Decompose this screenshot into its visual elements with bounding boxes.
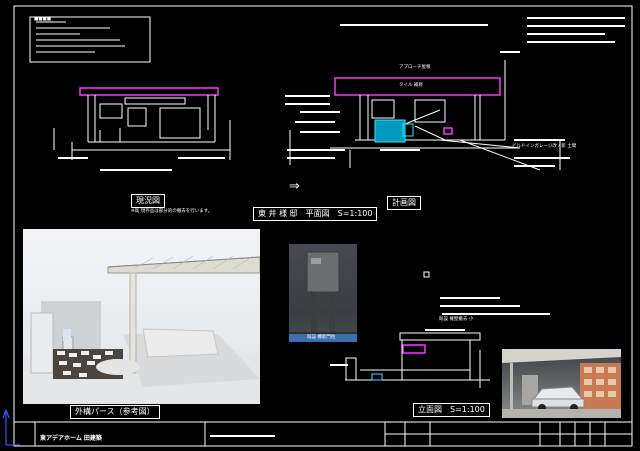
- perspective-render: [23, 229, 260, 404]
- legend-heading: ■■■■: [34, 17, 52, 22]
- carport-photo: [502, 349, 621, 418]
- gate-pillar-photo: [289, 244, 357, 340]
- top-notes: [340, 17, 625, 43]
- proposed-plan: [289, 60, 561, 171]
- ucs-icon: [2, 409, 20, 446]
- garage-annotation: ビルドインガレージ改 / 新 土間: [512, 144, 577, 149]
- photo-caption: 既設 機能門柱: [307, 335, 336, 340]
- title-block: [14, 421, 632, 446]
- existing-dims: [58, 157, 225, 171]
- existing-plan: [53, 87, 231, 160]
- tile-area: [374, 119, 406, 143]
- proposed-plan-dims: [285, 51, 570, 167]
- perspective-title: 外構パース（参考図）: [70, 405, 160, 419]
- existing-plan-title: 現況図: [131, 194, 165, 208]
- tile-annotation: タイル 補修: [399, 83, 423, 88]
- legend-box: [29, 16, 151, 63]
- sheet-frame: [13, 5, 633, 447]
- elevation-title: 立面図 S=1:100: [413, 403, 490, 417]
- proposed-plan-title: 計画図: [387, 196, 421, 210]
- photo-caption-bar: 既設 機能門柱: [289, 334, 357, 342]
- elevation-view: [345, 332, 490, 388]
- direction-arrow: ⇒: [289, 179, 300, 194]
- elevation-dims: [330, 297, 550, 366]
- elevation-note: 既設 擁壁撤去 小: [439, 317, 474, 322]
- legend-lines: [36, 21, 125, 53]
- company-name: 東アデアホーム 田建築: [40, 435, 102, 442]
- carport-annotation: アプローチ屋根: [399, 65, 431, 70]
- existing-plan-note: ※既 現存品は部分的の撤去を行います。: [131, 209, 213, 214]
- plan-main-title: 東 井 様 邸 平面図 S=1:100: [253, 207, 378, 221]
